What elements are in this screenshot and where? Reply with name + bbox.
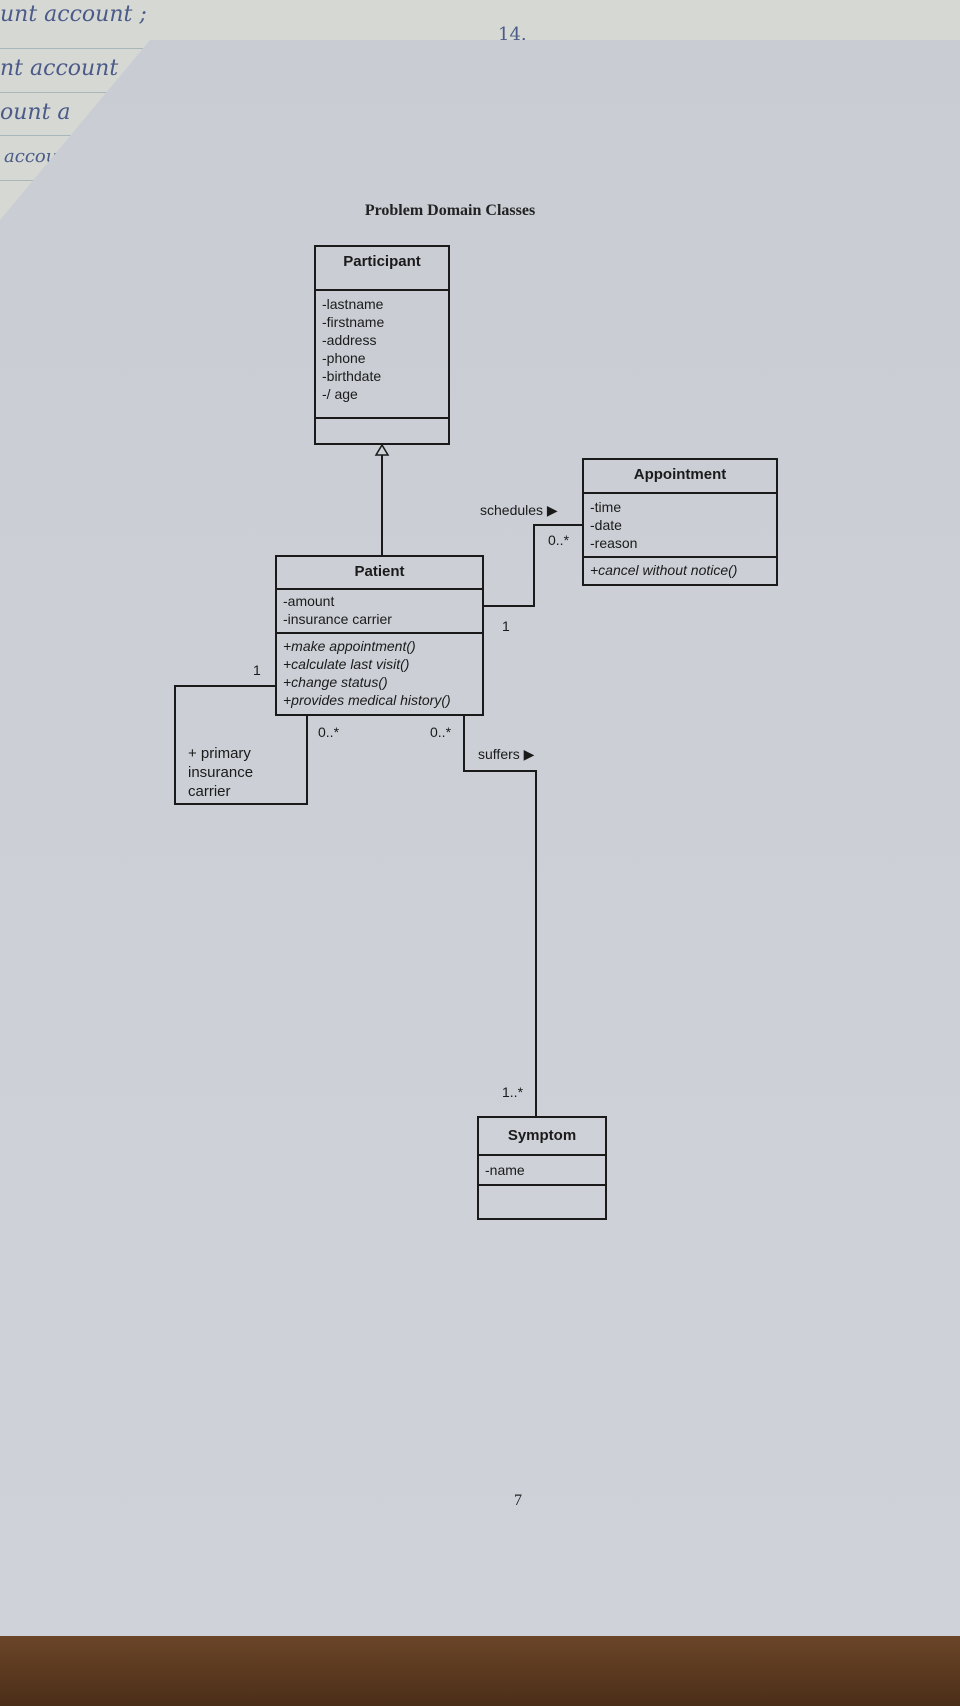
multiplicity-label: 0..* xyxy=(318,724,340,740)
attribute: -address xyxy=(322,332,377,348)
attribute-list: -amount -insurance carrier xyxy=(277,590,482,634)
printed-page xyxy=(0,40,960,1636)
role-line: + primary xyxy=(188,745,251,762)
notebook-line: nt account xyxy=(0,56,119,81)
operation: +make appointment() xyxy=(283,638,416,654)
notebook-line: ount a xyxy=(0,100,71,125)
generalization-arrowhead xyxy=(374,443,390,456)
attribute: -name xyxy=(485,1162,525,1178)
operation: +change status() xyxy=(283,674,388,690)
page-number: 7 xyxy=(514,1492,522,1509)
class-name: Appointment xyxy=(584,460,776,494)
multiplicity-label: 0..* xyxy=(548,532,570,548)
class-appointment[interactable]: Appointment -time -date -reason +cancel … xyxy=(582,458,778,586)
multiplicity-label: 0..* xyxy=(430,724,452,740)
operation-list xyxy=(479,1186,605,1218)
class-symptom[interactable]: Symptom -name xyxy=(477,1116,607,1220)
attribute-list: -name xyxy=(479,1156,605,1186)
class-participant[interactable]: Participant -lastname -firstname -addres… xyxy=(314,245,450,445)
operation-list: +make appointment() +calculate last visi… xyxy=(277,634,482,714)
multiplicity-label: 1 xyxy=(253,662,261,678)
attribute: -lastname xyxy=(322,296,384,312)
role-label-primary-insurance-carrier: + primary insurance carrier xyxy=(188,744,253,801)
operation-list: +cancel without notice() xyxy=(584,558,776,584)
multiplicity-label: 1..* xyxy=(502,1084,524,1100)
operation: +cancel without notice() xyxy=(590,562,738,578)
attribute: -/ age xyxy=(322,386,358,402)
attribute: -amount xyxy=(283,593,335,609)
attribute: -birthdate xyxy=(322,368,382,384)
desk-surface xyxy=(0,1636,960,1706)
notebook-line: accou xyxy=(4,146,58,167)
attribute-list: -time -date -reason xyxy=(584,494,776,558)
role-line: insurance xyxy=(188,764,254,781)
schedules-line xyxy=(484,524,582,607)
notebook-page-mark: 14. xyxy=(498,24,527,45)
attribute-list: -lastname -firstname -address -phone -bi… xyxy=(316,291,448,419)
attribute: -reason xyxy=(590,535,638,551)
operation-list xyxy=(316,419,448,443)
class-name: Participant xyxy=(316,247,448,291)
operation: +provides medical history() xyxy=(283,692,451,708)
suffers-line xyxy=(463,716,537,1116)
association-label-suffers: suffers ▶ xyxy=(478,746,535,762)
attribute: -time xyxy=(590,499,622,515)
notebook-line: unt account ; xyxy=(0,2,147,27)
operation: +calculate last visit() xyxy=(283,656,410,672)
attribute: -firstname xyxy=(322,314,385,330)
diagram-title: Problem Domain Classes xyxy=(364,202,536,219)
insurance-line xyxy=(174,685,308,805)
role-line: carrier xyxy=(188,783,231,800)
multiplicity-label: 1 xyxy=(502,618,510,634)
attribute: -date xyxy=(590,517,622,533)
class-name: Patient xyxy=(277,557,482,590)
attribute: -insurance carrier xyxy=(283,611,392,627)
attribute: -phone xyxy=(322,350,366,366)
class-patient[interactable]: Patient -amount -insurance carrier +make… xyxy=(275,555,484,716)
class-name: Symptom xyxy=(479,1118,605,1156)
association-label-schedules: schedules ▶ xyxy=(480,502,558,518)
